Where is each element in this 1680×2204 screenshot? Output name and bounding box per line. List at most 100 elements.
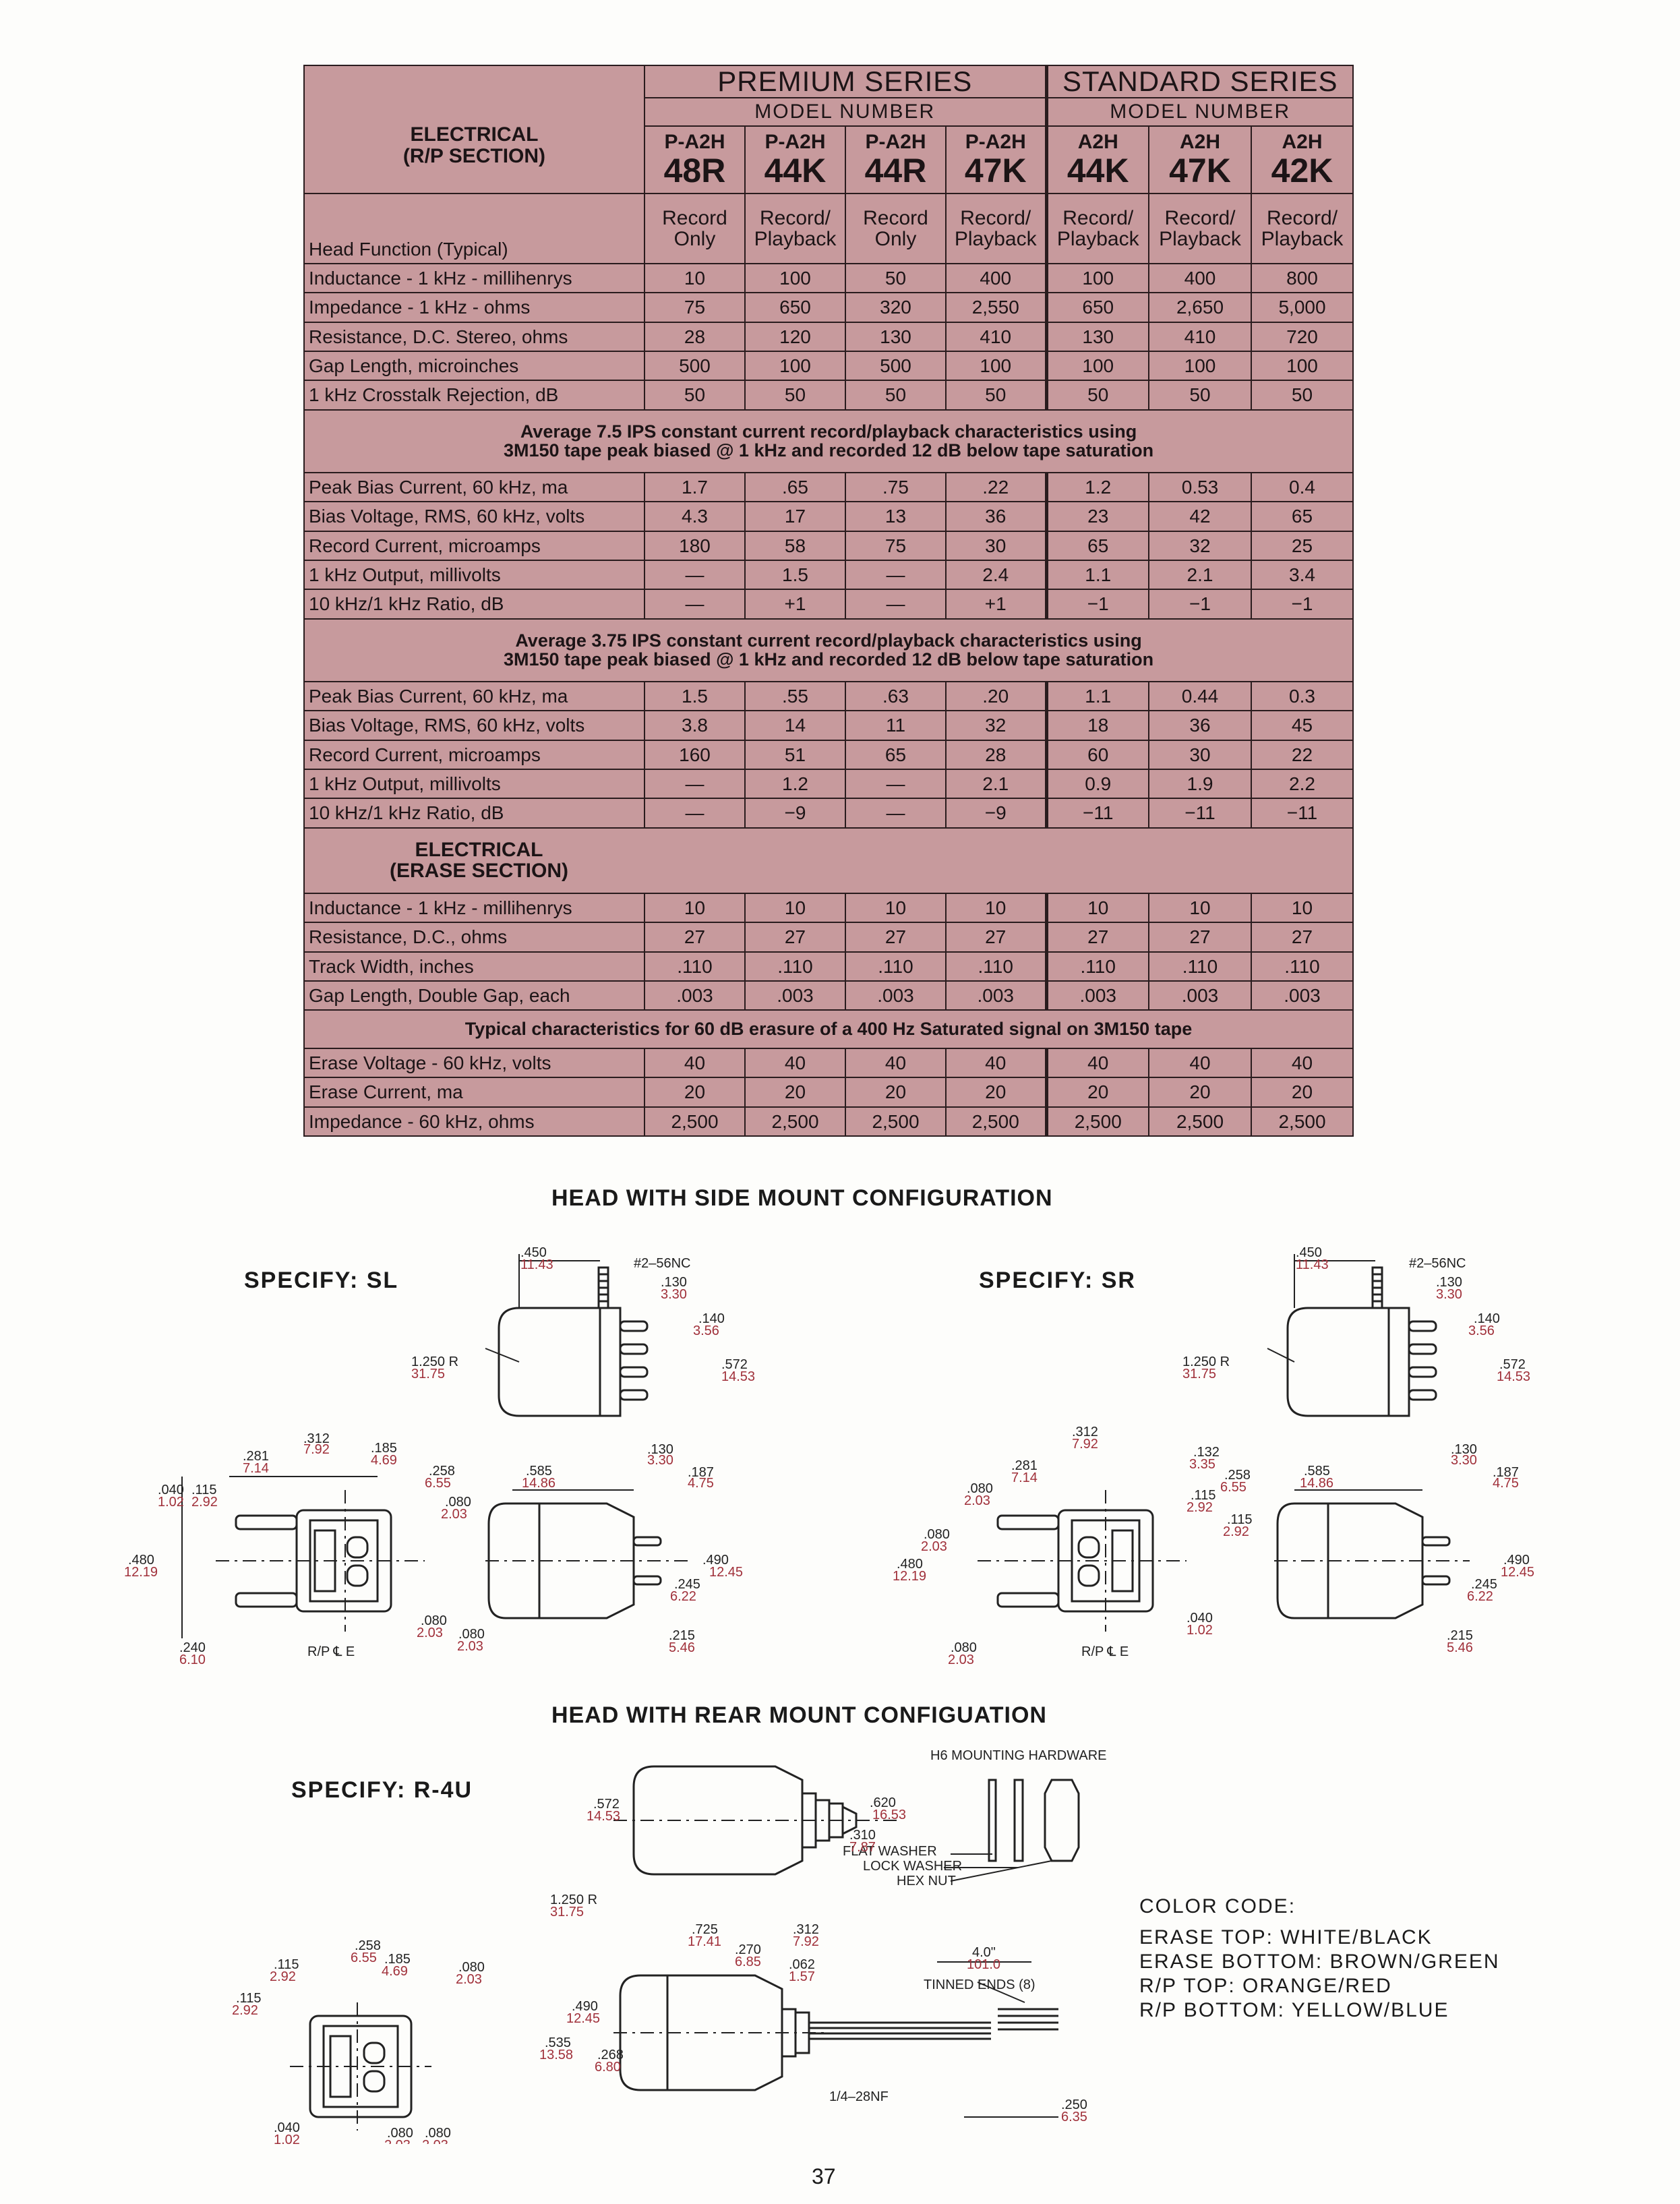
ips75-row-value: +1 <box>744 589 846 620</box>
erase-section-heading: ELECTRICAL(ERASE SECTION) <box>303 827 1354 895</box>
r4u-dim-080c: .080 <box>425 2126 451 2141</box>
rp-row-value: 650 <box>1044 292 1149 323</box>
ips75-row-value: 2.4 <box>945 559 1047 591</box>
lock-washer-shape <box>1013 1779 1024 1862</box>
rp-row-value: 100 <box>744 351 846 382</box>
erase-char-row-value: 20 <box>644 1077 746 1108</box>
r4u-dim-572mm: 14.53 <box>587 1809 620 1824</box>
erase-row-value: .003 <box>945 980 1047 1011</box>
sr-dim-258mm: 6.55 <box>1220 1480 1247 1495</box>
erase-row-value: .003 <box>1148 980 1252 1011</box>
erase-row-value: 27 <box>1044 922 1149 953</box>
erase-row-value: 27 <box>744 922 846 953</box>
ips75-row-value: 180 <box>644 530 746 561</box>
sl-dim-040mm: 1.02 <box>158 1495 184 1510</box>
sl-dim-115mm: 2.92 <box>191 1495 218 1510</box>
ips375-row-value: 18 <box>1044 710 1149 741</box>
sl-dim-080b-mm: 2.03 <box>417 1626 443 1640</box>
sl-dim-080: .080 <box>445 1495 471 1510</box>
sr-dim-450: .450 <box>1296 1245 1322 1260</box>
ips375-row-label: 1 kHz Output, millivolts <box>303 768 645 800</box>
erase-char-row-value: 20 <box>945 1077 1047 1108</box>
side-mount-title: HEAD WITH SIDE MOUNT CONFIGURATION <box>551 1185 1053 1211</box>
ips375-row-value: 1.9 <box>1148 768 1252 800</box>
sl-dim-572: .572 <box>721 1357 748 1372</box>
erase-char-row-label: Impedance - 60 kHz, ohms <box>303 1106 645 1137</box>
rp-row-value: 50 <box>744 380 846 411</box>
erase-char-row-value: 2,500 <box>1044 1106 1149 1137</box>
ips75-row-value: −1 <box>1250 589 1354 620</box>
ips75-row-value: 17 <box>744 501 846 532</box>
ips75-row-label: 1 kHz Output, millivolts <box>303 559 645 591</box>
r4u-drawing: H6 MOUNTING HARDWARE FLAT WASHER LOCK WA… <box>232 1748 1106 2144</box>
r4u-dim-080: .080 <box>458 1960 485 1975</box>
rp-row-value: 130 <box>845 321 947 353</box>
sr-dim-080mm: 2.03 <box>964 1493 990 1508</box>
ips75-row-value: 32 <box>1148 530 1252 561</box>
r4u-dim-268mm: 6.80 <box>595 2060 621 2075</box>
erase-row-value: .110 <box>744 951 846 982</box>
ips375-row-value: 22 <box>1250 739 1354 770</box>
rp-row-value: 2,550 <box>945 292 1047 323</box>
erase-char-row-value: 40 <box>1044 1047 1149 1079</box>
rp-row-value: 50 <box>845 380 947 411</box>
rp-row-value: 50 <box>644 380 746 411</box>
erase-row-value: 10 <box>945 893 1047 924</box>
sr-dim-490mm: 12.45 <box>1501 1565 1534 1580</box>
sr-dim-115mm: 2.92 <box>1187 1500 1213 1515</box>
rp-row-value: 650 <box>744 292 846 323</box>
rp-row-label: Gap Length, microinches <box>303 351 645 382</box>
rear-mount-title: HEAD WITH REAR MOUNT CONFIGUATION <box>551 1702 1047 1728</box>
sl-dim-245: .245 <box>674 1577 700 1592</box>
erase-row-value: .003 <box>1250 980 1354 1011</box>
ips75-row-label: 10 kHz/1 kHz Ratio, dB <box>303 589 645 620</box>
color-code-line: ERASE BOTTOM: BROWN/GREEN <box>1139 1950 1500 1973</box>
note-375-ips-line: Average 3.75 IPS constant current record… <box>515 630 1142 651</box>
sr-dim-040mm: 1.02 <box>1187 1623 1213 1638</box>
specify-r4u-label: SPECIFY: R-4U <box>291 1777 473 1803</box>
ips75-row-label: Peak Bias Current, 60 kHz, ma <box>303 471 645 503</box>
sl-dim-258mm: 6.55 <box>425 1476 451 1491</box>
erase-char-row-label: Erase Voltage - 60 kHz, volts <box>303 1047 645 1079</box>
sl-dim-281: .281 <box>243 1449 269 1464</box>
sl-dim-187: .187 <box>688 1465 714 1480</box>
note-375-ips: Average 3.75 IPS constant current record… <box>303 618 1354 682</box>
ips375-row-value: 36 <box>1148 710 1252 741</box>
erase-section-row: ELECTRICAL(ERASE SECTION) <box>303 827 1354 895</box>
head-function-line: Record <box>863 206 928 229</box>
sl-dim-240: .240 <box>179 1640 206 1655</box>
ips75-row-value: 13 <box>845 501 947 532</box>
ips75-row-value: 4.3 <box>644 501 746 532</box>
r4u-dim-185: .185 <box>384 1952 411 1967</box>
sr-dim-040: .040 <box>1187 1611 1213 1626</box>
erase-row-label: Inductance - 1 kHz - millihenrys <box>303 893 645 924</box>
erase-row-value: 27 <box>644 922 746 953</box>
ips75-row-value: +1 <box>945 589 1047 620</box>
sl-dim-080c-mm: 2.03 <box>457 1639 483 1654</box>
r4u-dim-535: .535 <box>545 2035 571 2050</box>
r4u-dim-310: .310 <box>849 1828 876 1843</box>
ips75-row-value: 65 <box>1044 530 1149 561</box>
sl-dim-140mm: 3.56 <box>693 1323 719 1338</box>
erase-row-value: 10 <box>845 893 947 924</box>
sr-dim-187mm: 4.75 <box>1493 1476 1519 1491</box>
sl-dim-1250: 1.250 R <box>411 1354 458 1369</box>
spec-table: PREMIUM SERIES STANDARD SERIES ELECTRICA… <box>303 65 1354 1137</box>
ips375-row-value: 0.44 <box>1148 680 1252 712</box>
r4u-dim-1250: 1.250 R <box>550 1893 597 1907</box>
ips375-row-value: .20 <box>945 680 1047 712</box>
